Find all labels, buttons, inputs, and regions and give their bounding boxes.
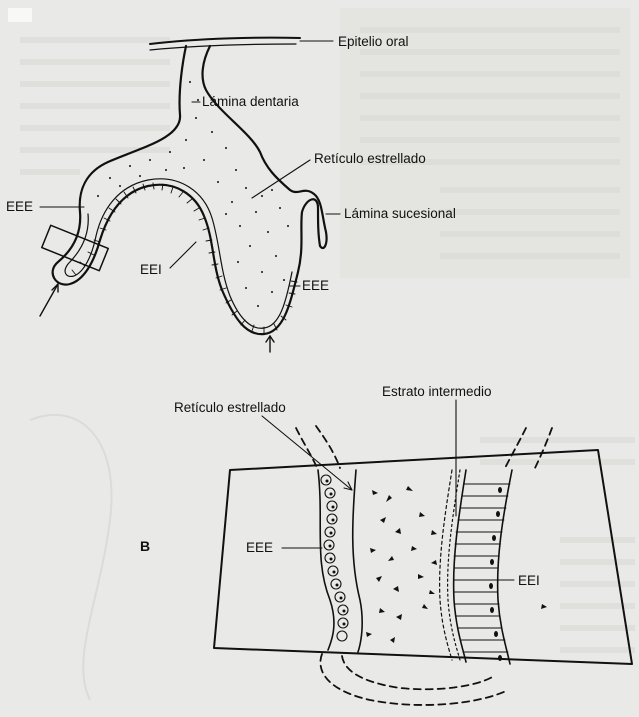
label-panel-b: B	[140, 538, 150, 554]
eei-cells	[72, 183, 297, 333]
bottom-labels: Retículo estrellado Estrato intermedio B…	[140, 384, 540, 588]
background-bleed-text	[8, 8, 635, 700]
label-reticulo-estrellado-bottom: Retículo estrellado	[174, 400, 286, 415]
label-reticulo-estrellado-top: Retículo estrellado	[314, 151, 426, 166]
label-eei-bottom: EEI	[518, 573, 540, 588]
dashed-outlines	[296, 426, 552, 705]
label-eei-top: EEI	[140, 262, 162, 277]
eee-cells	[321, 475, 348, 641]
stellate-cells	[366, 486, 437, 643]
oral-epithelium	[150, 38, 300, 44]
label-lamina-dentaria: Lámina dentaria	[202, 94, 299, 109]
label-eee-left: EEE	[6, 199, 33, 214]
enamel-organ-outline	[53, 46, 327, 334]
arrow-left	[40, 284, 58, 316]
label-estrato-intermedio: Estrato intermedio	[382, 384, 492, 399]
arrow-bottom	[266, 336, 274, 352]
stratum-intermedium	[440, 470, 460, 660]
section-frame	[214, 450, 632, 664]
label-eee-right: EEE	[302, 278, 329, 293]
leader-lines-bottom	[262, 400, 514, 580]
label-eee-bottom: EEE	[246, 540, 273, 555]
label-lamina-sucesional: Lámina sucesional	[344, 206, 456, 221]
magnified-section	[214, 400, 632, 705]
label-epitelio-oral: Epitelio oral	[338, 34, 409, 49]
leader-lines-top	[40, 41, 340, 286]
